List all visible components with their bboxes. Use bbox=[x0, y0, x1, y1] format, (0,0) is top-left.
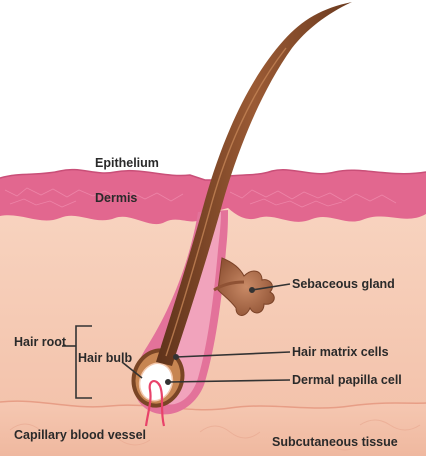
label-dermal-papilla-cell: Dermal papilla cell bbox=[292, 373, 402, 387]
label-epithelium: Epithelium bbox=[95, 156, 159, 170]
label-capillary-blood-vessel: Capillary blood vessel bbox=[14, 428, 146, 442]
pointer-dot-sebaceous bbox=[250, 288, 254, 292]
label-hair-matrix-cells: Hair matrix cells bbox=[292, 345, 389, 359]
label-hair-root: Hair root bbox=[14, 335, 67, 349]
label-dermis: Dermis bbox=[95, 191, 137, 205]
pointer-dot-hair-matrix bbox=[174, 355, 178, 359]
label-hair-bulb: Hair bulb bbox=[78, 351, 133, 365]
label-subcutaneous-tissue: Subcutaneous tissue bbox=[272, 435, 398, 449]
label-sebaceous-gland: Sebaceous gland bbox=[292, 277, 395, 291]
pointer-dot-dermal-papilla bbox=[166, 380, 170, 384]
